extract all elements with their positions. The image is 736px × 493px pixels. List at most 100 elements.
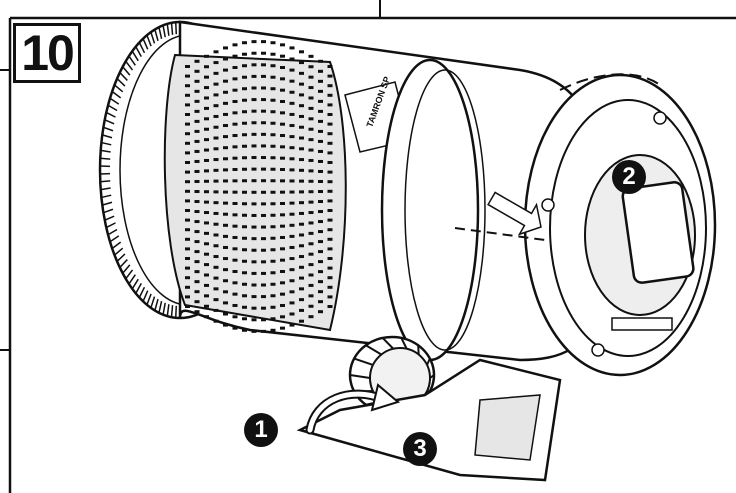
grip-dot [213,222,219,226]
knurl-tick [135,282,142,294]
grip-dot [261,295,266,299]
grip-dot [261,156,266,160]
grip-dot [232,281,238,285]
grip-dot [308,96,314,100]
grip-dot [242,167,247,171]
grip-dot [223,301,228,305]
grip-dot [204,158,209,162]
grip-dot [232,134,238,138]
grip-dot [318,79,323,83]
grip-dot [308,200,314,204]
grip-dot [223,101,228,105]
grip-dot [204,86,209,90]
knurl-tick [105,111,116,118]
grip-dot [280,88,285,92]
knurl-tick [138,42,146,54]
grip-dot [213,104,219,108]
knob-ridge [381,337,395,350]
knurl-tick [101,141,112,146]
grip-dot [270,156,276,160]
grip-dot [327,84,333,88]
grip-dot [327,132,333,136]
knurl-tick [109,235,120,243]
grip-dot [251,51,257,55]
grip-dot [261,225,266,229]
knurl-tick [101,194,112,199]
grip-dot [232,213,238,217]
grip-dot [232,168,238,172]
grip-dot [204,304,209,308]
grip-dot [318,69,323,73]
grip-dot [223,135,228,139]
grip-dot [289,168,295,172]
grip-dot [194,89,200,93]
knurl-tick [128,274,136,285]
grip-dot [261,144,266,148]
knurl-tick [146,293,152,306]
grip-dot [327,266,333,270]
knurl-tick [150,31,156,44]
grip-dot [261,109,266,113]
grip-dot [280,201,285,205]
grip-dot [289,101,295,105]
grip-dot [289,124,295,128]
grip-dot [327,65,333,68]
grip-dot [289,201,295,205]
grip-dot [299,61,304,65]
grip-dot [213,276,219,280]
grip-dot [223,290,228,294]
knob-ridge [400,337,408,350]
grip-dot [242,236,247,240]
grip-dot [270,167,276,171]
grip-dot [318,159,323,163]
grip-dot [327,161,333,164]
grip-dot [308,127,314,131]
grip-dot [251,109,257,113]
grip-dot [318,240,323,244]
grip-dot [213,233,219,237]
grip-dot [194,270,200,274]
grip-dot [261,179,266,183]
grip-dot [308,65,314,69]
grip-dot [308,263,314,267]
grip-dot [213,82,219,86]
knurl-tick [105,222,116,229]
knurl-tick [154,29,159,42]
knob-ridge [417,345,420,355]
grip-dot [194,169,200,173]
step-number-box: 10 [13,23,81,83]
grip-dot [223,323,228,327]
knurl-tick [122,264,131,274]
grip-dot [289,279,295,283]
grip-dot [223,168,228,172]
grip-dot [223,212,228,216]
knurl-tick [104,215,115,221]
grip-dot [318,280,323,284]
knurl-tick [114,84,124,93]
grip-dot [251,248,257,252]
grip-dot [299,179,304,183]
grip-dot [223,68,228,72]
grip-dot [223,57,228,61]
grip-dot [242,52,247,56]
knurl-tick [107,104,118,112]
grip-dot [299,265,304,269]
grip-dot [223,146,228,150]
knurl-tick [166,23,170,36]
grip-dot [185,228,190,232]
grip-dot [261,306,266,310]
grip-dot [232,292,238,296]
grip-dot [213,93,219,97]
knurl-tick [170,305,174,318]
grip-dot [194,159,200,163]
grip-dot [251,237,257,241]
grip-dot [327,305,333,308]
grip-dot [204,263,209,267]
grip-dot [308,138,314,142]
grip-dot [232,315,238,319]
grip-dot [232,303,238,307]
grip-dot [242,121,247,125]
grip-dot [242,64,247,68]
grip-dot [280,54,285,58]
